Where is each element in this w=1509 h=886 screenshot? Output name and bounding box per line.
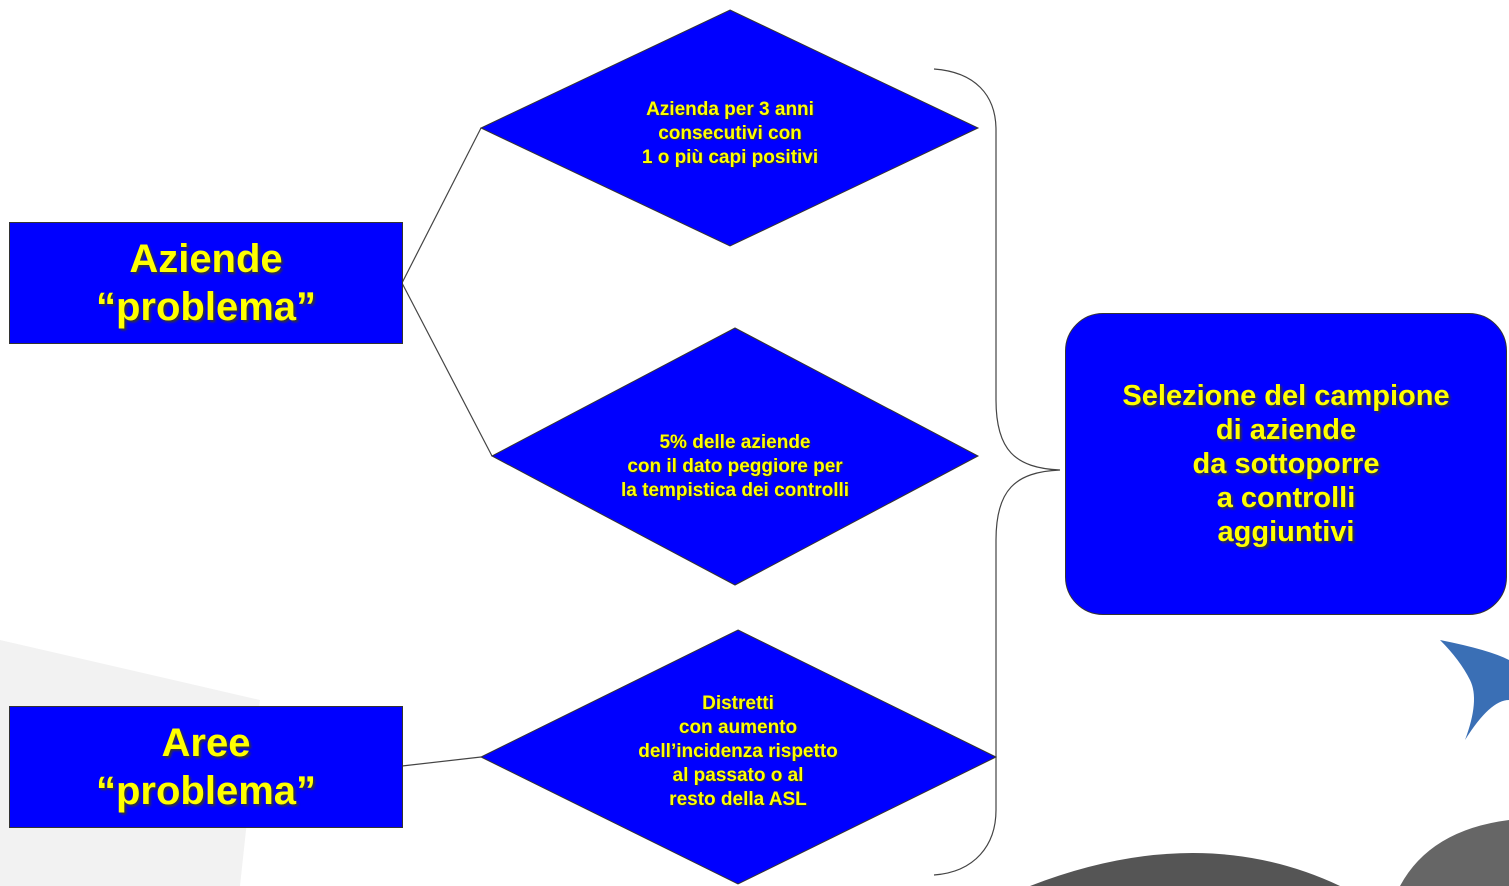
result-line: da sottoporre <box>1192 448 1380 480</box>
connector-line <box>401 756 482 767</box>
diamond-2-line: la tempistica dei controlli <box>620 480 850 501</box>
background-shape <box>1400 820 1509 886</box>
selection-result-box: Selezione del campione di aziende da sot… <box>1065 313 1507 615</box>
background-shape <box>1030 853 1340 886</box>
connector-line <box>401 127 482 284</box>
diamond-3-line: al passato o al <box>672 765 804 786</box>
diamond-shape <box>479 9 980 247</box>
diamond-shape <box>490 327 980 586</box>
aziende-label-line: Aziende <box>129 237 283 281</box>
diamond-2-line: con il dato peggiore per <box>627 456 843 477</box>
aree-label-line: Aree <box>161 721 251 765</box>
result-line: aggiuntivi <box>1217 516 1355 548</box>
curly-brace <box>933 68 1061 876</box>
diamond-1-label: Azienda per 3 anni consecutivi con 1 o p… <box>642 98 818 170</box>
diamond-1-line: 1 o più capi positivi <box>641 147 819 168</box>
aziende-label-line: “problema” <box>95 285 317 329</box>
aree-problema-box: Aree “problema” <box>9 706 403 828</box>
diamond-1-line: consecutivi con <box>658 123 802 144</box>
result-line: di aziende <box>1215 414 1357 446</box>
diamond-3-line: Distretti <box>702 693 774 714</box>
diamond-1-line: Azienda per 3 anni <box>646 99 814 120</box>
diamond-3-line: resto della ASL <box>669 789 807 810</box>
result-line: a controlli <box>1216 482 1356 514</box>
diamond-2-label: 5% delle aziende con il dato peggiore pe… <box>621 431 849 503</box>
aziende-problema-box: Aziende “problema” <box>9 222 403 344</box>
bird-logo-icon <box>1440 640 1509 740</box>
connector-line <box>401 282 493 457</box>
diamond-3-line: con aumento <box>678 717 798 738</box>
result-line: Selezione del campione <box>1122 380 1450 412</box>
aree-label-line: “problema” <box>95 769 317 813</box>
diamond-2-line: 5% delle aziende <box>659 432 811 453</box>
diamond-shape <box>479 629 998 885</box>
diamond-3-label: Distretti con aumento dell’incidenza ris… <box>638 692 838 812</box>
diamond-3-line: dell’incidenza rispetto <box>638 741 838 762</box>
